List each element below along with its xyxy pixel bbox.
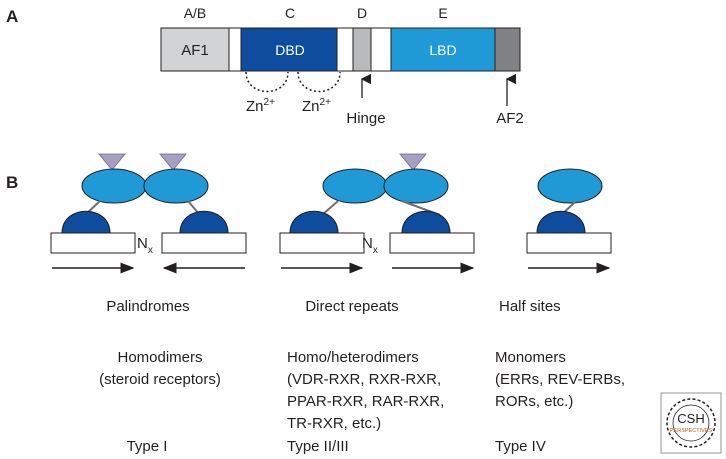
panel-a-label: A <box>6 7 18 26</box>
segment-label-af1: AF1 <box>181 42 209 59</box>
segment-spacer-1 <box>228 27 242 72</box>
half-site-illustration <box>526 168 612 274</box>
zn-label-2: Zn2+ <box>302 97 331 115</box>
segment-spacer-3 <box>370 27 392 72</box>
dna-half-site <box>161 232 247 254</box>
logo-subtext: PERSPECTIVES <box>670 428 713 434</box>
direct-repeat-illustration: Nx <box>279 153 475 274</box>
dbd-dome <box>179 210 229 234</box>
dimer-detail-2-line-3: TR-RXR, etc.) <box>287 415 381 432</box>
hinge-label: Hinge <box>346 110 385 127</box>
dna-half-site <box>279 232 365 254</box>
segment-lbd <box>390 27 496 72</box>
lbd-oval <box>383 168 449 204</box>
domain-header-ab: A/B <box>184 5 207 21</box>
dimer-detail-2-line-1: (VDR-RXR, RXR-RXR, <box>287 371 441 388</box>
ligand-icon <box>98 153 126 171</box>
dbd-dome <box>401 210 451 234</box>
dimer-detail-3-line-2: RORs, etc.) <box>495 393 573 410</box>
receptor-type-3: Type IV <box>495 438 546 455</box>
dimer-detail-2-line-2: PPAR-RXR, RAR-RXR, <box>287 393 444 410</box>
dimer-detail-3-line-1: (ERRs, REV-ERBs, <box>495 371 625 388</box>
segment-dbd <box>240 27 338 72</box>
group-name-palindromes: Palindromes <box>106 298 189 315</box>
dna-half-site <box>50 232 136 254</box>
receptor-type-2: Type II/III <box>287 438 349 455</box>
csh-perspectives-logo: CSH PERSPECTIVES <box>660 392 722 454</box>
palindrome-illustration: Nx <box>50 153 247 274</box>
zinc-finger-2-icon <box>297 71 341 93</box>
dbd-dome <box>536 210 586 234</box>
zinc-finger-1-icon <box>245 71 289 93</box>
dimer-type-3: Monomers <box>495 349 566 366</box>
logo-text: CSH <box>677 411 704 426</box>
segment-label-dbd: DBD <box>275 42 305 58</box>
dbd-dome <box>289 210 339 234</box>
domain-header-d: D <box>357 5 367 21</box>
lbd-oval <box>537 168 603 204</box>
group-name-direct-repeats: Direct repeats <box>305 298 398 315</box>
segment-label-lbd: LBD <box>429 42 456 58</box>
segment-spacer-2 <box>336 27 354 72</box>
domain-header-c: C <box>285 5 295 21</box>
segment-af2 <box>494 27 521 72</box>
lbd-oval <box>143 168 209 204</box>
zn-label-1: Zn2+ <box>246 97 275 115</box>
receptor-type-1: Type I <box>127 438 168 455</box>
lbd-oval <box>81 168 147 204</box>
spacer-label: Nx <box>362 235 378 256</box>
hinge-link <box>321 200 339 216</box>
dbd-dome <box>61 210 111 234</box>
dna-half-site <box>526 232 612 254</box>
group-name-half-sites: Half sites <box>499 298 561 315</box>
dna-half-site <box>389 232 475 254</box>
dimer-detail-1-line-1: (steroid receptors) <box>99 371 221 388</box>
af2-label: AF2 <box>496 110 524 127</box>
dimer-type-1: Homodimers <box>117 349 202 366</box>
ligand-icon <box>159 153 187 171</box>
segment-hinge <box>352 27 372 72</box>
dimer-type-2: Homo/heterodimers <box>287 349 419 366</box>
domain-header-e: E <box>438 5 447 21</box>
ligand-icon <box>399 153 427 171</box>
lbd-oval <box>322 168 388 204</box>
segment-af1 <box>160 27 230 72</box>
panel-b-label: B <box>6 173 18 192</box>
spacer-label: Nx <box>137 235 153 256</box>
receptor-domain-bar: AF1 DBD LBD <box>160 27 521 72</box>
